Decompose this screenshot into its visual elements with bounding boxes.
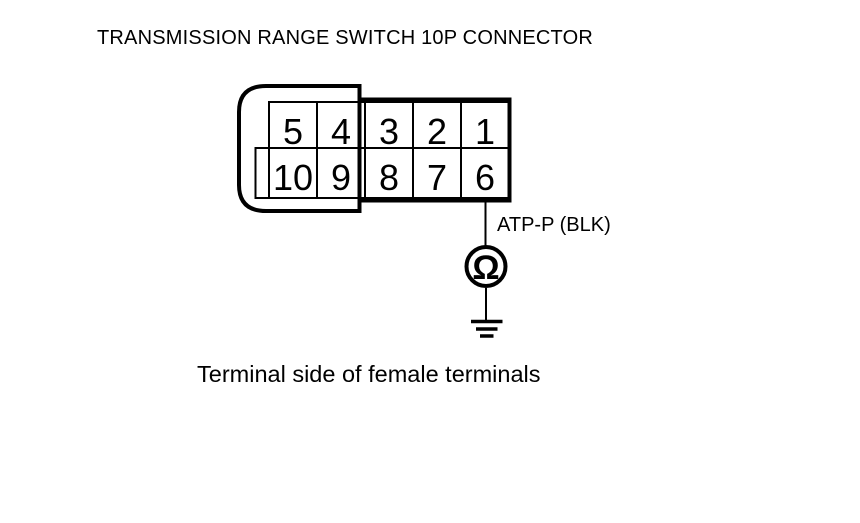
terminal-number: 8 <box>379 157 399 198</box>
terminal-cell <box>364 101 414 149</box>
page-title: TRANSMISSION RANGE SWITCH 10P CONNECTOR <box>97 27 593 49</box>
terminal-number: 3 <box>379 111 399 152</box>
terminal-cell <box>412 147 462 199</box>
wire-label: ATP-P (BLK) <box>497 214 611 236</box>
ohm-symbol: Ω <box>472 249 499 287</box>
terminal-number: 10 <box>273 157 313 198</box>
ohmmeter-circle <box>464 245 508 288</box>
terminal-number: 2 <box>427 111 447 152</box>
terminal-cell <box>460 147 510 199</box>
terminal-number: 1 <box>475 111 495 152</box>
terminal-cell <box>364 147 414 199</box>
terminal-cell-blank <box>254 147 270 199</box>
terminal-number: 5 <box>283 111 303 152</box>
terminal-cell <box>460 101 510 149</box>
terminal-numbers: 5 4 3 2 1 10 9 8 7 6 <box>273 111 495 198</box>
diagram-caption: Terminal side of female terminals <box>197 361 541 387</box>
connector-body-outline <box>357 97 512 203</box>
terminal-number: 6 <box>475 157 495 198</box>
ohmmeter-icon: Ω <box>464 245 508 288</box>
ground-icon <box>471 319 503 338</box>
terminal-number: 9 <box>331 157 351 198</box>
terminal-cell <box>268 147 318 199</box>
terminal-number: 7 <box>427 157 447 198</box>
terminal-cell <box>316 147 366 199</box>
terminal-number: 4 <box>331 111 351 152</box>
terminal-grid <box>254 101 510 199</box>
